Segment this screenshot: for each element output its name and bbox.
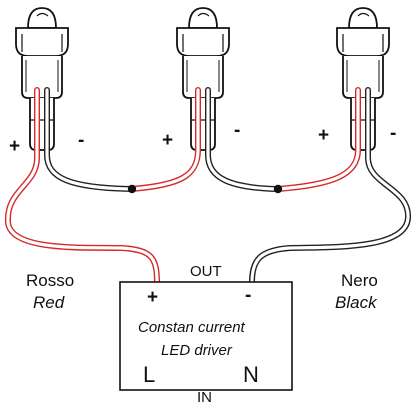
red-wire-main bbox=[4, 87, 160, 285]
driver-out-label: OUT bbox=[190, 263, 222, 280]
led-driver-box bbox=[119, 281, 293, 391]
driver-plus-label: + bbox=[147, 287, 158, 308]
led1-plus-label: + bbox=[9, 136, 20, 157]
led2-plus-label: + bbox=[162, 130, 173, 151]
junction-dot-1 bbox=[127, 184, 137, 194]
led-2 bbox=[176, 7, 230, 151]
red-wire-link2 bbox=[275, 87, 361, 192]
led-3 bbox=[336, 7, 390, 151]
led1-minus-label: - bbox=[78, 130, 84, 151]
red-wire-link1 bbox=[129, 87, 201, 192]
black-wire-label-it: Nero bbox=[341, 271, 378, 290]
driver-in-label: IN bbox=[197, 389, 212, 402]
driver-minus-label: - bbox=[245, 285, 251, 306]
black-wire-led2 bbox=[205, 87, 281, 192]
red-wire-label-it: Rosso bbox=[26, 271, 74, 290]
led3-plus-label: + bbox=[318, 125, 329, 146]
black-wire-led1 bbox=[44, 87, 135, 192]
black-wire-main bbox=[249, 87, 411, 285]
driver-line1: Constan current bbox=[138, 319, 246, 336]
driver-terminal-n: N bbox=[243, 362, 259, 387]
black-wire-label-en: Black bbox=[335, 293, 378, 312]
junction-dot-2 bbox=[273, 184, 283, 194]
led3-minus-label: - bbox=[390, 123, 396, 144]
driver-terminal-l: L bbox=[143, 362, 155, 387]
led-1 bbox=[15, 7, 69, 151]
driver-line2: LED driver bbox=[161, 342, 233, 359]
red-wire-label-en: Red bbox=[33, 293, 65, 312]
led2-minus-label: - bbox=[234, 120, 240, 141]
